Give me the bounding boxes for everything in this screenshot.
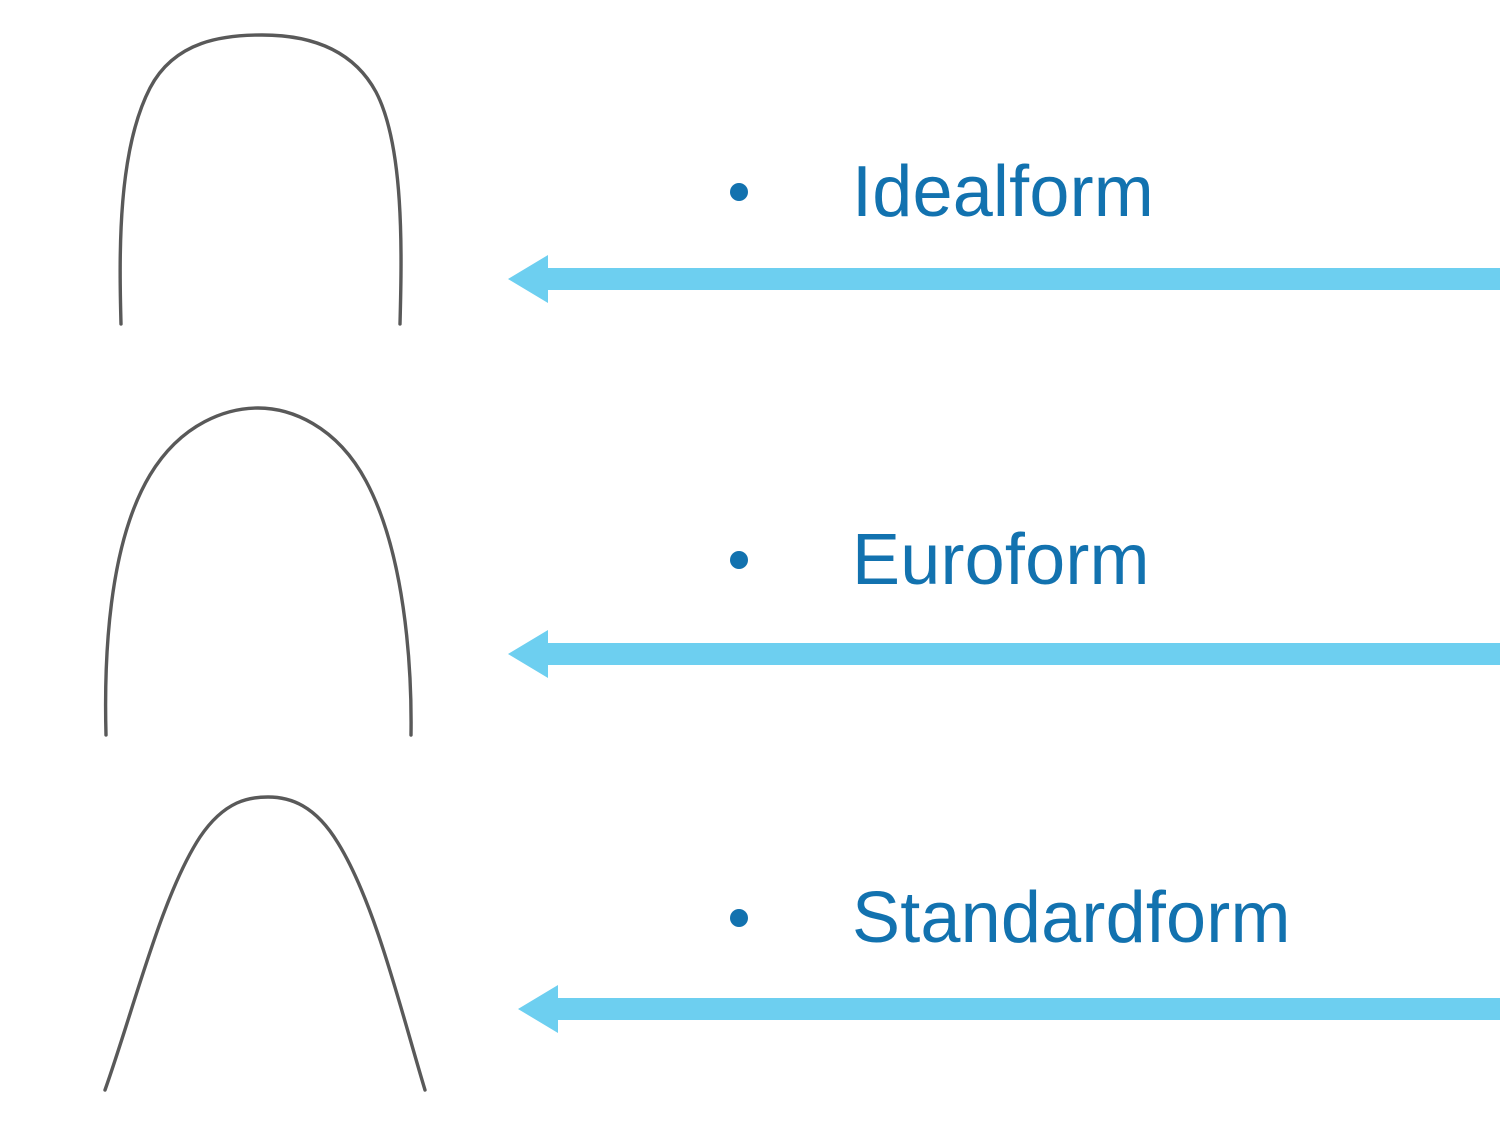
arrow-left-icon xyxy=(508,255,1500,303)
label-euroform: Euroform xyxy=(852,520,1150,600)
arrow-left-icon xyxy=(508,630,1500,678)
arrow-left-idealform xyxy=(508,251,1500,307)
bullet-row-standardform: Standardform xyxy=(730,873,1291,963)
arrow-left-euroform xyxy=(508,626,1500,682)
archwire-figure-euroform xyxy=(0,380,500,760)
dental-archwire-icon xyxy=(103,795,427,1092)
dental-archwire-icon xyxy=(118,33,403,326)
bullet-dot-icon xyxy=(730,183,748,201)
arrow-left-icon xyxy=(518,985,1500,1033)
dental-archwire-icon xyxy=(103,406,413,737)
arrow-left-standardform xyxy=(508,981,1500,1037)
archwire-figure-standardform xyxy=(0,775,500,1125)
bullet-row-idealform: Idealform xyxy=(730,147,1154,237)
bullet-dot-icon xyxy=(730,909,748,927)
label-idealform: Idealform xyxy=(852,152,1154,232)
label-standardform: Standardform xyxy=(852,878,1291,958)
archwire-figure-idealform xyxy=(0,0,500,360)
bullet-row-euroform: Euroform xyxy=(730,515,1150,605)
bullet-dot-icon xyxy=(730,551,748,569)
